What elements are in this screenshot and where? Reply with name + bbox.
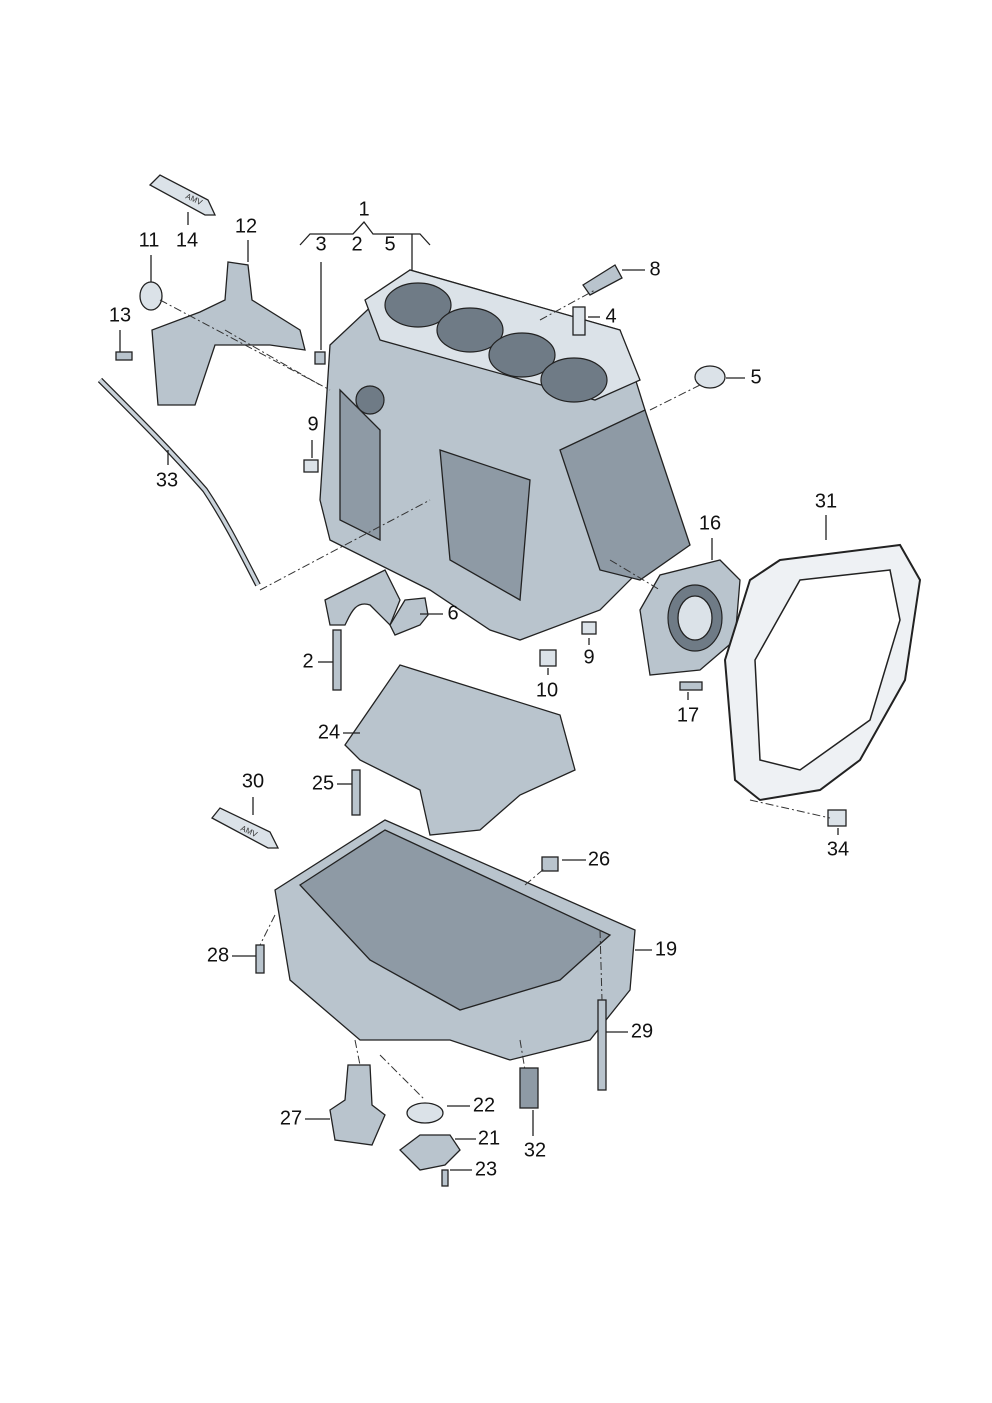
callout-6: 6 bbox=[447, 602, 458, 624]
callout-2: 2 bbox=[302, 650, 313, 672]
callout-5: 5 bbox=[750, 366, 761, 388]
part-22-seal-ring bbox=[406, 1102, 444, 1124]
part-33-dipstick-tube bbox=[97, 377, 261, 587]
part-2-bolt bbox=[332, 629, 342, 691]
part-6-oil-jet bbox=[389, 597, 429, 636]
part-10-sleeve bbox=[539, 649, 557, 667]
callout-33: 33 bbox=[156, 469, 178, 491]
callout-9: 9 bbox=[307, 413, 318, 435]
callout-10: 10 bbox=[536, 679, 558, 701]
part-34-sleeve bbox=[827, 809, 847, 827]
part-28-bolt bbox=[255, 944, 265, 974]
part-16-seal-flange bbox=[639, 559, 741, 676]
callout-22: 22 bbox=[473, 1094, 495, 1116]
callout-19: 19 bbox=[655, 938, 677, 960]
callout-2-top: 2 bbox=[351, 233, 362, 255]
part-17-bolt bbox=[679, 681, 703, 691]
part-9-sleeve-b bbox=[581, 621, 597, 635]
callout-34: 34 bbox=[827, 838, 849, 860]
callout-12: 12 bbox=[235, 215, 257, 237]
assembly-lines bbox=[159, 289, 831, 1101]
part-5-plug bbox=[694, 365, 726, 389]
part-9-sleeve bbox=[303, 459, 319, 473]
callout-32: 32 bbox=[524, 1139, 546, 1161]
callout-27: 27 bbox=[280, 1107, 302, 1129]
part-19-oil-pan bbox=[274, 819, 636, 1061]
part-14-sealant-tube: AMV bbox=[148, 174, 217, 216]
part-23-bolt bbox=[441, 1169, 449, 1187]
callout-21: 21 bbox=[478, 1127, 500, 1149]
part-3-plug bbox=[314, 351, 326, 365]
callout-17: 17 bbox=[677, 704, 699, 726]
part-30-sealant-tube: AMV bbox=[211, 807, 280, 849]
part-24-baffle bbox=[344, 664, 576, 836]
part-32-sensor bbox=[519, 1067, 539, 1109]
callout-16: 16 bbox=[699, 512, 721, 534]
callout-25: 25 bbox=[312, 772, 334, 794]
callout-26: 26 bbox=[588, 848, 610, 870]
callout-labels: 1 3 2 5 8 4 5 11 14 12 13 9 33 31 16 6 9… bbox=[109, 198, 849, 1180]
part-11-seal bbox=[139, 281, 163, 311]
callout-3: 3 bbox=[315, 233, 326, 255]
part-8-bolt bbox=[582, 264, 623, 296]
part-25-bolt bbox=[351, 769, 361, 816]
callout-28: 28 bbox=[207, 944, 229, 966]
callout-13: 13 bbox=[109, 304, 131, 326]
callout-9-b: 9 bbox=[583, 646, 594, 668]
part-27-oil-level-sensor bbox=[329, 1064, 386, 1146]
callout-8: 8 bbox=[649, 258, 660, 280]
part-26-plug bbox=[541, 856, 559, 872]
part-12-bracket bbox=[151, 261, 306, 406]
cylinder-block bbox=[319, 269, 691, 641]
part-13-bolt bbox=[115, 351, 133, 361]
part-2-bearing-cap bbox=[324, 569, 401, 627]
callout-29: 29 bbox=[631, 1020, 653, 1042]
callout-24: 24 bbox=[318, 721, 340, 743]
callout-31: 31 bbox=[815, 490, 837, 512]
callout-11: 11 bbox=[139, 229, 160, 251]
part-21-flange bbox=[399, 1134, 461, 1171]
callout-1: 1 bbox=[358, 198, 369, 220]
leader-lines bbox=[119, 212, 839, 1171]
part-29-bolt bbox=[597, 999, 607, 1091]
callout-23: 23 bbox=[475, 1158, 497, 1180]
callout-14: 14 bbox=[176, 229, 198, 251]
callout-4: 4 bbox=[605, 305, 616, 327]
callout-30: 30 bbox=[242, 770, 264, 792]
part-4-dowel bbox=[572, 306, 586, 336]
callout-5-top: 5 bbox=[384, 233, 395, 255]
